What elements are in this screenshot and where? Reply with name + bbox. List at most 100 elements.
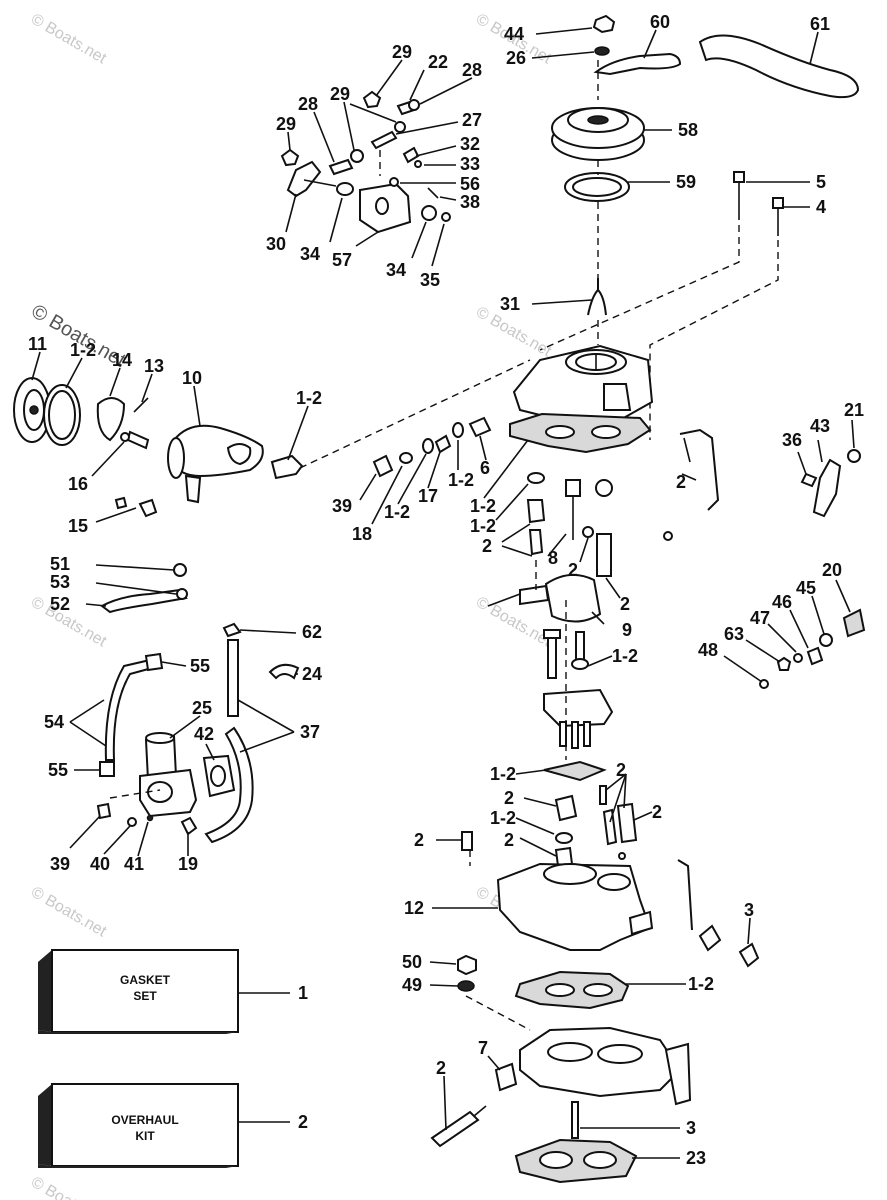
callout-1-2: 1-2 — [384, 502, 410, 522]
callout-46: 46 — [772, 592, 792, 612]
air-horn-small-parts — [372, 416, 861, 577]
callout-34: 34 — [300, 244, 320, 264]
callout-20: 20 — [822, 560, 842, 580]
plate-14 — [96, 397, 126, 442]
washer-35 — [441, 212, 451, 222]
float-9 — [544, 573, 602, 623]
float-bowl-group — [496, 859, 760, 968]
callout-39: 39 — [332, 496, 352, 516]
gasket-1-2-main — [509, 412, 652, 454]
bracket-20 — [842, 608, 866, 638]
callout-1-2: 1-2 — [296, 388, 322, 408]
callout-labels: 44 26 60 61 58 59 5 4 31 29 22 28 29 28 … — [28, 12, 864, 1168]
callout-3: 3 — [744, 900, 754, 920]
callout-36: 36 — [782, 430, 802, 450]
screw-13 — [133, 397, 149, 413]
washer-33 — [414, 160, 422, 168]
spring-27 — [370, 130, 398, 150]
choke-housing-group — [13, 359, 531, 518]
screw-4-head — [772, 197, 784, 209]
power-piston-2 — [596, 533, 612, 577]
air-cleaner-group — [551, 14, 860, 345]
watermark: © Boats.net — [28, 884, 110, 941]
callout-55: 55 — [48, 760, 68, 780]
callout-11: 11 — [28, 334, 47, 354]
gasket-set-box: GASKET SET 1 — [38, 949, 308, 1034]
float-assembly-group — [487, 560, 602, 623]
spring-2 — [554, 794, 578, 822]
bushing-34b — [421, 205, 437, 221]
leader-lines — [31, 27, 855, 1159]
callout-27: 27 — [462, 110, 482, 130]
lever-16 — [126, 430, 150, 450]
choke-linkage-group — [280, 90, 451, 234]
throttle-body-group — [430, 1026, 692, 1184]
fitting-51 — [173, 563, 187, 577]
screw-15 — [114, 496, 128, 510]
gasket-1-2f — [527, 472, 545, 484]
overhaul-kit-box: OVERHAUL KIT 2 — [38, 1083, 308, 1168]
callout-15: 15 — [68, 516, 88, 536]
screw-5-head — [733, 171, 745, 183]
washer-49 — [457, 980, 475, 992]
callout-61: 61 — [810, 14, 830, 34]
callout-13: 13 — [144, 356, 164, 376]
callout-7: 7 — [478, 1038, 488, 1058]
nut-44 — [592, 14, 616, 34]
washer-41 — [146, 814, 154, 822]
callout-57: 57 — [332, 250, 352, 270]
lever-43 — [812, 458, 842, 518]
fuel-pump-group — [96, 563, 300, 844]
callout-51: 51 — [50, 554, 70, 574]
wing-nut-60 — [593, 52, 682, 76]
callout-52: 52 — [50, 594, 70, 614]
bushing-34 — [336, 182, 354, 196]
screw-39 — [372, 454, 394, 478]
callout-17: 17 — [418, 486, 438, 506]
callout-63: 63 — [724, 624, 744, 644]
callout-2: 2 — [676, 472, 686, 492]
callout-1-2: 1-2 — [490, 808, 516, 828]
callout-29: 29 — [330, 84, 350, 104]
callout-2: 2 — [436, 1058, 446, 1078]
carburetor-middle — [543, 600, 614, 782]
callout-26: 26 — [506, 48, 526, 68]
callout-55: 55 — [190, 656, 210, 676]
jet-2 — [526, 499, 546, 524]
gasket-set-line2: SET — [133, 989, 157, 1003]
clip-32 — [402, 146, 420, 164]
watermark: © Boats.net — [28, 1174, 110, 1200]
fitting-53 — [176, 588, 188, 600]
callout-3: 3 — [686, 1118, 696, 1138]
fitting-55b — [99, 761, 115, 777]
callout-2: 2 — [620, 594, 630, 614]
ring-1-2d — [452, 422, 464, 438]
callout-21: 21 — [844, 400, 864, 420]
callout-58: 58 — [678, 120, 698, 140]
overhaul-kit-line1: OVERHAUL — [111, 1113, 178, 1127]
nut-50 — [457, 954, 477, 976]
callout-33: 33 — [460, 154, 480, 174]
fitting-19 — [180, 816, 198, 836]
callout-50: 50 — [402, 952, 422, 972]
hose-37b — [204, 726, 254, 844]
callout-12: 12 — [404, 898, 424, 918]
callout-30: 30 — [266, 234, 286, 254]
overhaul-kit-line2: KIT — [135, 1129, 155, 1143]
callout-44: 44 — [504, 24, 524, 44]
rod-2 — [679, 428, 720, 511]
callout-24: 24 — [302, 664, 322, 684]
washer-26 — [594, 46, 610, 56]
callout-19: 19 — [178, 854, 198, 874]
clamp-62 — [222, 622, 242, 638]
callout-37: 37 — [300, 722, 320, 742]
screw-3b — [571, 1101, 579, 1139]
item-2c — [595, 479, 613, 497]
callout-25: 25 — [192, 698, 212, 718]
callout-31: 31 — [500, 294, 520, 314]
callout-62: 62 — [302, 622, 322, 642]
ring-1-2 — [422, 438, 434, 454]
gasket-23 — [514, 1138, 638, 1184]
callout-2: 2 — [616, 760, 626, 780]
